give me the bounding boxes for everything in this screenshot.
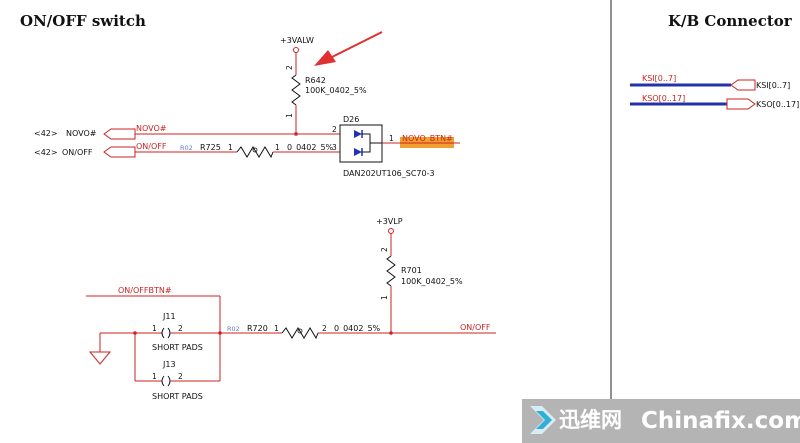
ksi-port-label: KSI[0..7] (756, 81, 790, 90)
r701-pin1: 1 (380, 295, 389, 300)
power-pin-3valw (293, 47, 299, 53)
ksi-net-label: KSI[0..7] (642, 74, 676, 83)
diode-d26[interactable]: D26 2 3 1 DAN202UT106_SC70-3 (332, 115, 435, 178)
power-label-3valw: +3VALW (280, 36, 314, 45)
r642-ref: R642 (305, 76, 326, 85)
j13-pad-left (161, 375, 165, 387)
j11-pin2: 2 (178, 324, 183, 333)
short-pads-j11[interactable]: J11 1 2 SHORT PADS (135, 312, 220, 352)
r642-pin1: 1 (285, 113, 294, 118)
ground-symbol (88, 351, 112, 365)
r725-short-marker (252, 147, 258, 153)
j13-label: SHORT PADS (152, 392, 203, 401)
top-circuit: +3VALW 2 1 R642 100K_0402_5% <42> NOVO# … (34, 31, 460, 178)
r720-tag: R02 (227, 325, 240, 333)
kb-connector: KSI[0..7] KSI[0..7] KSO[0..17] KSO[0..17… (630, 74, 799, 110)
r701-pin2: 2 (380, 247, 389, 252)
title-kb-connector: K/B Connector (668, 12, 793, 30)
r720-pin2: 2 (322, 324, 327, 333)
d26-ref: D26 (343, 115, 359, 124)
r642-pin2: 2 (285, 65, 294, 70)
power-pin-3vlp (388, 228, 394, 234)
watermark-latin: Chinafix.com (641, 408, 800, 434)
resistor-r642[interactable]: 2 1 R642 100K_0402_5% (285, 65, 367, 118)
title-onoff-switch: ON/OFF switch (20, 12, 146, 30)
watermark: 迅维网 Chinafix.com (522, 399, 800, 443)
r720-ref: R720 (247, 324, 268, 333)
r720-value: 0_0402_5% (334, 324, 381, 333)
short-pads-j13[interactable]: J13 1 2 SHORT PADS (135, 360, 220, 401)
kso-port-label: KSO[0..17] (756, 100, 799, 109)
onoff-port-name: ON/OFF (62, 148, 93, 157)
r720-pin1: 1 (274, 324, 279, 333)
onoff-page-ref: <42> (34, 148, 58, 157)
onoffbtn-net-label: ON/OFFBTN# (118, 286, 172, 295)
j11-pad-right (167, 327, 171, 339)
d26-lower-diode (354, 148, 362, 156)
kso-net-label: KSO[0..17] (642, 94, 685, 103)
novo-port-name: NOVO# (66, 129, 97, 138)
d26-pin1: 1 (389, 134, 394, 143)
watermark-logo-icon (530, 406, 556, 434)
onoff-out-net-label: ON/OFF (460, 323, 491, 332)
novo-page-ref: <42> (34, 129, 58, 138)
d26-upper-diode (354, 130, 362, 138)
j13-pin2: 2 (178, 372, 183, 381)
bottom-circuit: +3VLP 2 1 R701 100K_0402_5% ON/OFFBTN# J… (86, 217, 496, 401)
d26-pin3: 3 (332, 143, 337, 152)
d26-pin2: 2 (332, 125, 337, 134)
novo-net-label: NOVO# (136, 124, 167, 133)
resistor-r725[interactable]: R02 R725 1 1 0_0402_5% (180, 143, 334, 159)
r701-ref: R701 (401, 266, 422, 275)
j11-label: SHORT PADS (152, 343, 203, 352)
r720-short-marker (297, 328, 303, 334)
resistor-r720[interactable]: R02 R720 1 2 0_0402_5% (227, 324, 381, 340)
ksi-port-symbol[interactable] (730, 79, 756, 91)
r725-value: 0_0402_5% (287, 143, 334, 152)
r725-pin1: 1 (228, 143, 233, 152)
r642-value: 100K_0402_5% (305, 86, 367, 95)
watermark-background (522, 399, 800, 443)
d26-part-number: DAN202UT106_SC70-3 (343, 169, 435, 178)
r642-body (291, 74, 301, 106)
annotation-arrow (314, 31, 383, 66)
j13-pin1: 1 (152, 372, 157, 381)
r701-body (386, 255, 396, 287)
j11-pin1: 1 (152, 324, 157, 333)
onoff-net-label: ON/OFF (136, 142, 167, 151)
power-label-3vlp: +3VLP (376, 217, 403, 226)
r725-tag: R02 (180, 144, 193, 152)
r701-value: 100K_0402_5% (401, 277, 463, 286)
watermark-chinese: 迅维网 (559, 408, 622, 432)
j13-ref: J13 (162, 360, 176, 369)
j13-pad-right (167, 375, 171, 387)
kso-port-symbol[interactable] (726, 98, 756, 110)
j11-ref: J11 (162, 312, 176, 321)
j11-pad-left (161, 327, 165, 339)
resistor-r701[interactable]: 2 1 R701 100K_0402_5% (380, 247, 463, 300)
r725-pin2: 1 (275, 143, 280, 152)
r725-ref: R725 (200, 143, 221, 152)
novo-port-symbol (103, 128, 136, 140)
onoff-port-symbol (103, 146, 136, 158)
novo-btn-net-label: NOVO_BTN# (402, 134, 453, 143)
